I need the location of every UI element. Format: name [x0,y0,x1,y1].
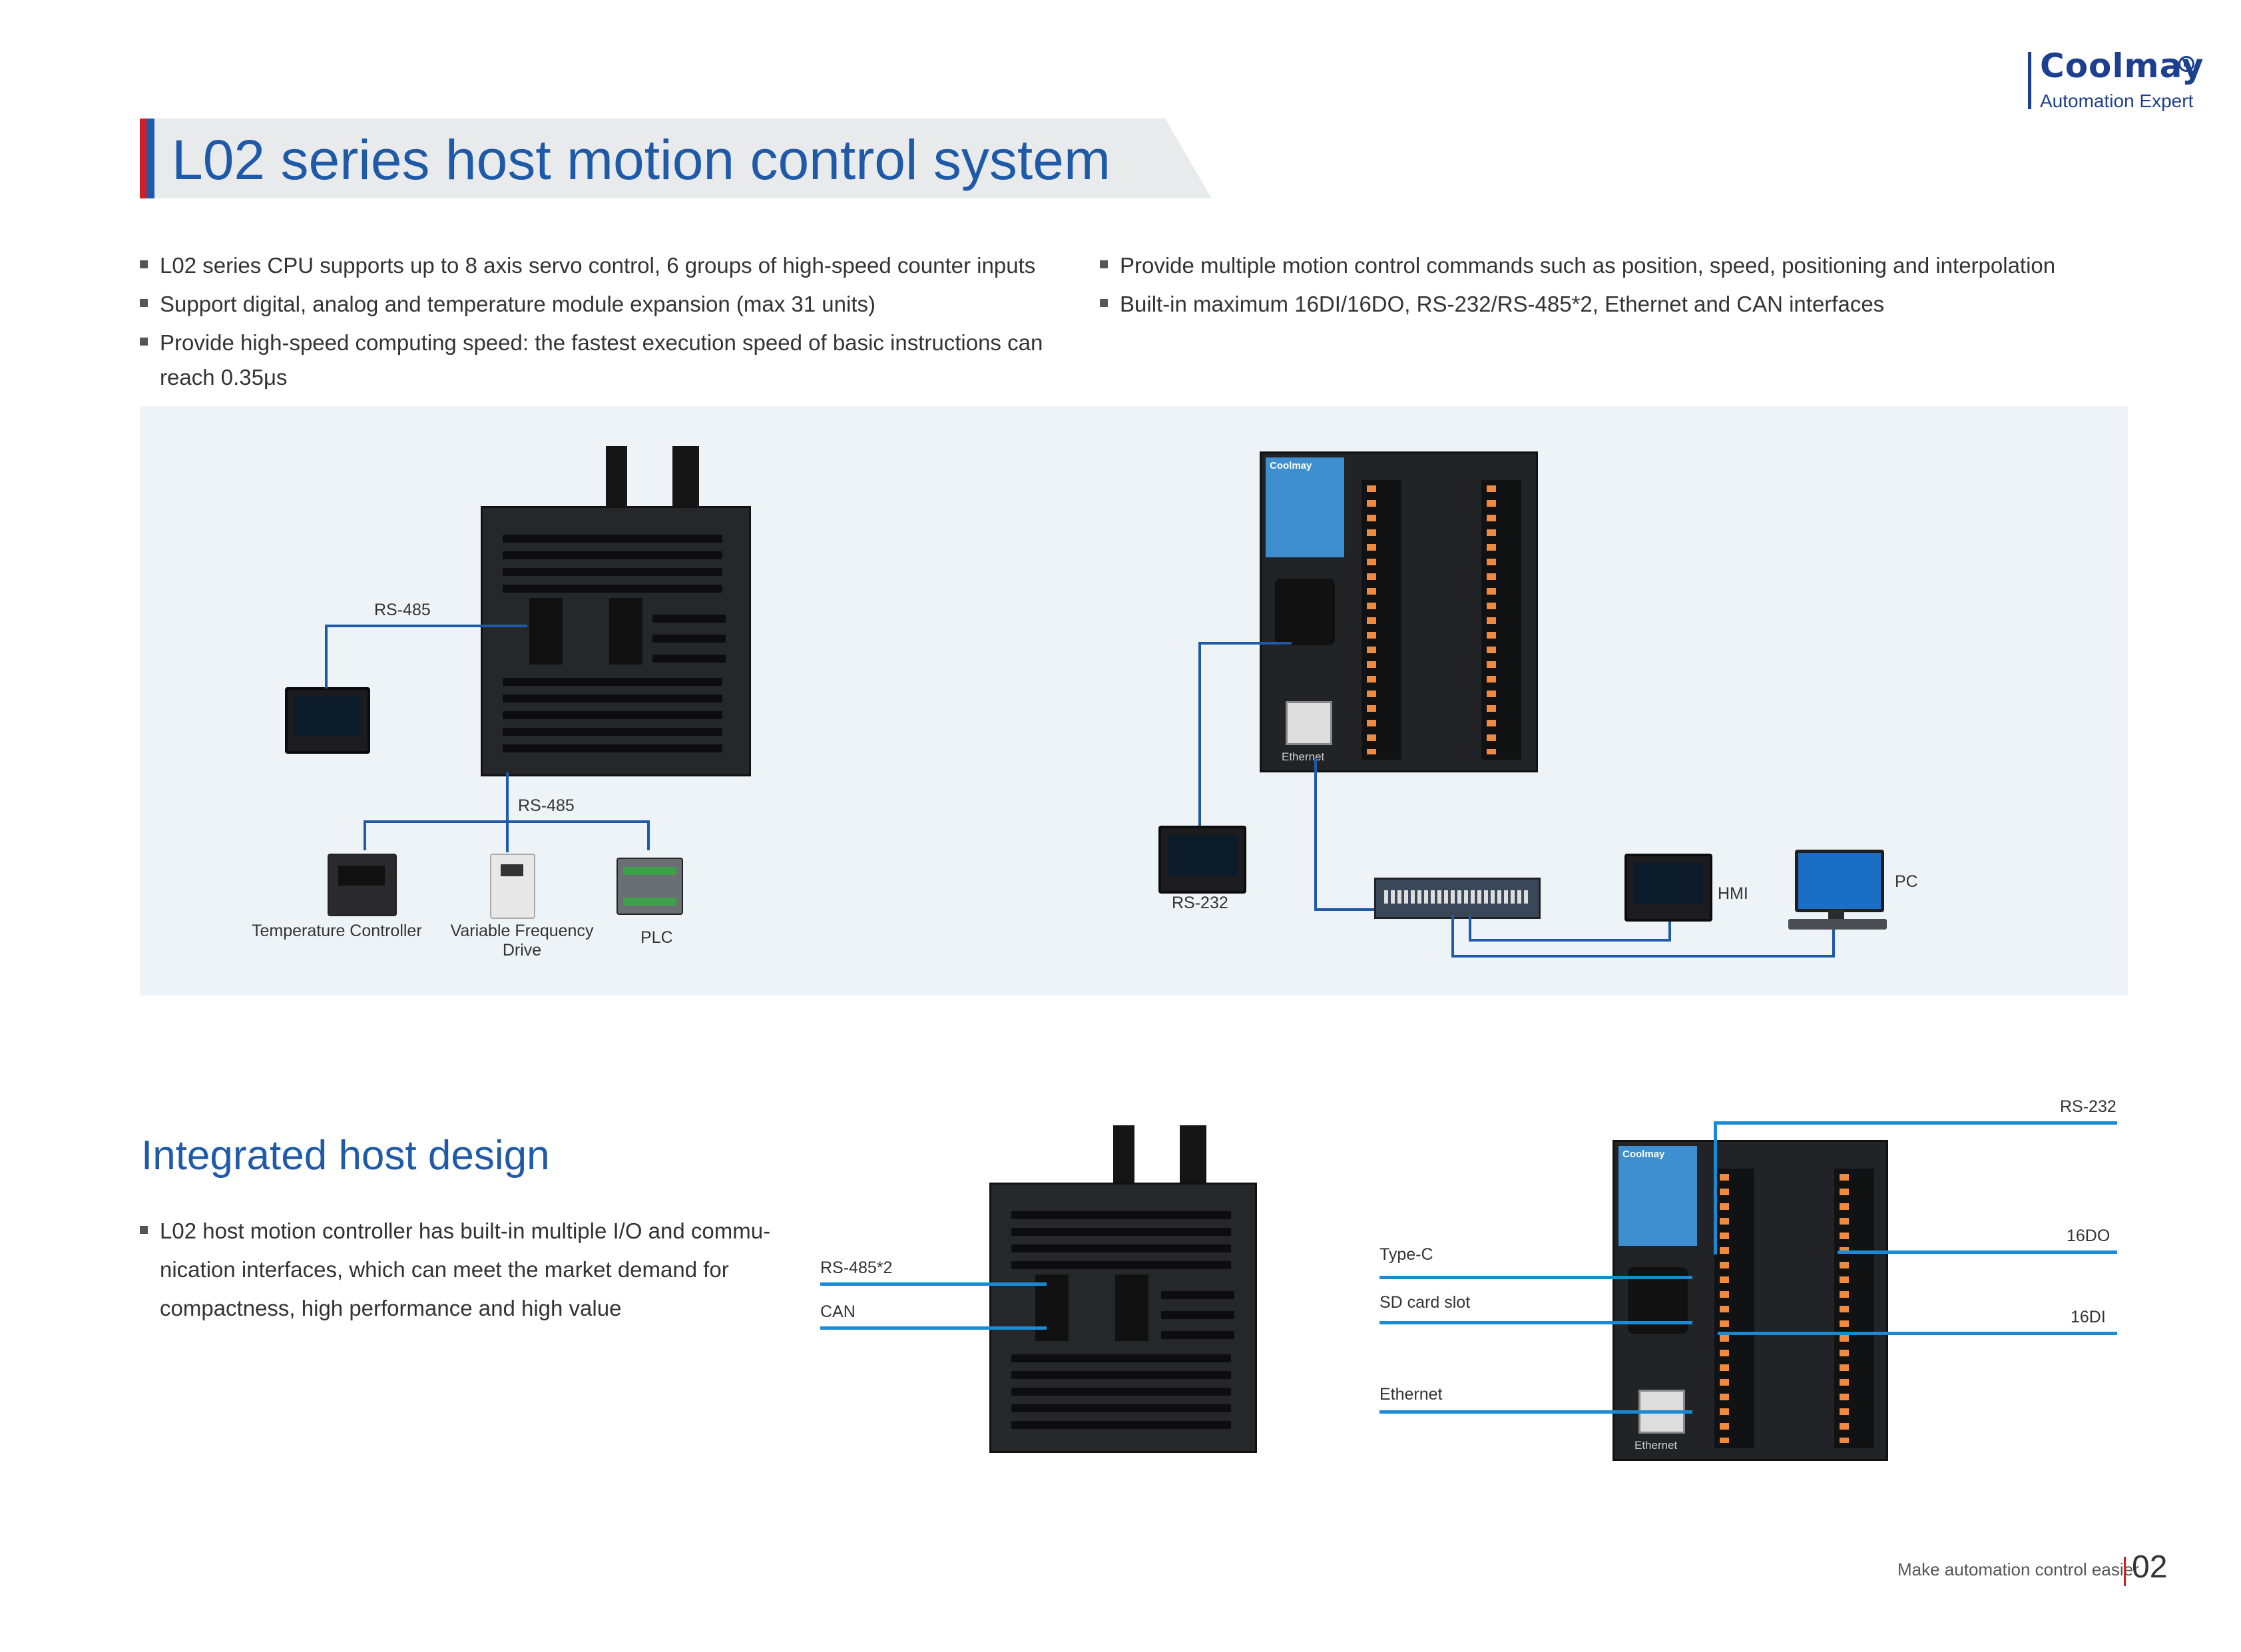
bullet-square-icon [1100,299,1108,308]
vfd-device [490,854,535,919]
pc-monitor-icon [1795,850,1884,912]
plc-status-panel: Coolmay [1266,457,1344,557]
logo-brand: Coolmay [2040,47,2204,85]
bullet-item: Provide multiple motion control commands… [1100,246,2138,285]
plc-host-device [481,506,751,776]
l02-plc-device: Coolmay Ethernet [1613,1140,1888,1461]
bullet-item: Built-in maximum 16DI/16DO, RS-232/RS-48… [1100,285,2138,324]
callout-line [1379,1410,1692,1414]
connection-line [1314,908,1374,911]
section-title: Integrated host design [141,1133,550,1179]
connection-line [647,820,650,850]
device-label-temperature: Temperature Controller [252,922,422,940]
section2-bullet: L02 host motion controller has built-in … [140,1212,806,1328]
device-label-vfd: Variable Frequency Drive [450,922,594,960]
connector-plug [1180,1125,1206,1185]
sd-slot [1275,579,1335,645]
bullet-list-right: Provide multiple motion control commands… [1100,246,2138,324]
hmi-screen-device [1624,854,1712,922]
logo-bar [2028,52,2031,109]
bullet-square-icon [140,1226,148,1235]
connector-plug [672,446,699,506]
callout-16di: 16DI [2071,1308,2106,1326]
bullet-square-icon [140,260,148,269]
connection-line [1451,955,1835,958]
connection-line [364,820,366,850]
page-title: L02 series host motion control system [172,129,1111,191]
registered-icon: R [2178,56,2194,72]
connection-line [506,772,509,852]
callout-line [1379,1276,1692,1279]
connection-line [1469,915,1471,942]
callout-line [1714,1121,2117,1125]
bullet-list-left: L02 series CPU supports up to 8 axis ser… [140,246,1072,393]
connection-line [1668,915,1671,942]
connection-line [1198,642,1292,645]
callout-line [820,1282,1047,1286]
connector-plug [606,446,627,506]
footer-slogan: Make automation control easier [1897,1559,2139,1579]
bullet-square-icon [1100,260,1108,269]
bullet-square-icon [140,338,148,346]
connection-line [1198,642,1201,828]
l02-plc-device: Coolmay Ethernet [1260,451,1538,772]
pc-stand [1828,910,1844,919]
title-accent-red [140,119,146,198]
title-accent-blue [146,119,154,198]
callout-line [1379,1321,1692,1324]
ethernet-port [1286,701,1332,745]
callout-rs232: RS-232 [2060,1097,2116,1116]
terminal-block [609,598,642,665]
callout-sd-card: SD card slot [1379,1293,1471,1312]
bullet-square-icon [140,299,148,308]
connector-plug [1113,1125,1134,1185]
plc-host-device [989,1183,1257,1453]
callout-line [1838,1250,2117,1254]
network-switch-device [1374,878,1541,919]
callout-can: CAN [820,1302,856,1321]
bullet-item: Provide high-speed computing speed: the … [140,324,1072,393]
rs485-label: RS-485 [518,796,575,815]
terminal-block [1115,1274,1148,1341]
device-label-plc: PLC [640,928,673,947]
rs232-label: RS-232 [1172,894,1228,912]
plc-device [617,858,683,915]
connection-line [1314,758,1317,911]
page-number: 02 [2132,1549,2168,1585]
connection-line [1451,915,1454,958]
hmi-label: HMI [1718,884,1748,903]
footer-divider [2124,1557,2126,1586]
connection-line [325,625,328,688]
hmi-screen-device [1158,826,1246,894]
hmi-screen-device [285,687,370,754]
keyboard-icon [1788,919,1887,930]
connection-line [325,625,527,627]
connection-line [1469,939,1671,942]
callout-line [1718,1332,2117,1335]
callout-type-c: Type-C [1379,1245,1433,1264]
bullet-item: L02 series CPU supports up to 8 axis ser… [140,246,1072,285]
bullet-item: Support digital, analog and temperature … [140,285,1072,324]
callout-16do: 16DO [2067,1227,2111,1245]
rs485-label: RS-485 [374,601,431,619]
callout-line [1714,1121,1717,1254]
plc-status-panel: Coolmay [1618,1146,1697,1246]
connection-line [1832,927,1835,958]
terminal-block [529,598,563,665]
title-banner [140,119,1212,198]
logo-tagline: Automation Expert [2040,91,2194,111]
temperature-controller-device [328,854,397,916]
connection-line [506,820,509,850]
pc-label: PC [1895,872,1918,891]
callout-line [820,1326,1047,1330]
callout-ethernet: Ethernet [1379,1385,1443,1404]
callout-rs485-2: RS-485*2 [820,1258,893,1277]
